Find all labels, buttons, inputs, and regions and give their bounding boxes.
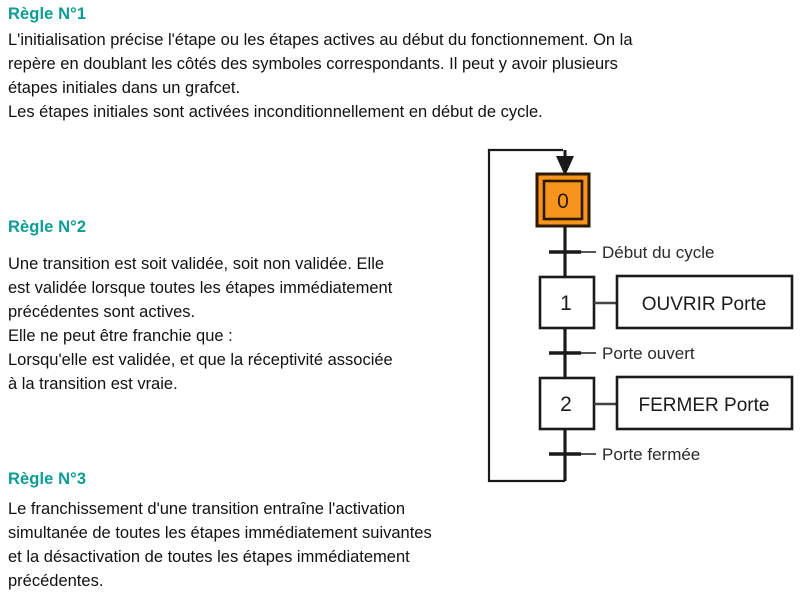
step-1-box	[538, 275, 596, 330]
grafcet-transition-3[interactable]: Porte fermée	[549, 445, 700, 464]
step-2-number: 2	[560, 393, 572, 416]
rule-2-line-5: Lorsqu'elle est validée, et que la récep…	[8, 351, 393, 369]
grafcet-transition-2[interactable]: Porte ouvert	[549, 344, 695, 363]
rule-1-line-3: étapes initiales dans un grafcet.	[8, 79, 241, 97]
grafcet-step-1[interactable]: 1	[538, 275, 596, 330]
rule-2-line-3: précédentes sont actives.	[8, 303, 196, 321]
rule-2-body: Une transition est soit validée, soit no…	[8, 252, 478, 396]
rule-3-line-2: simultanée de toutes les étapes immédiat…	[8, 524, 432, 542]
rule-3-heading: Règle N°3	[8, 470, 87, 488]
grafcet-step-2[interactable]: 2	[538, 376, 596, 431]
step-2-box	[538, 376, 596, 431]
rule-2-line-6: à la transition est vraie.	[8, 375, 178, 393]
rule-1-line-2: repère en doublant les côtés des symbole…	[8, 55, 618, 73]
rule-3-line-3: et la désactivation de toutes les étapes…	[8, 548, 410, 566]
rule-2-line-4: Elle ne peut être franchie que :	[8, 327, 233, 345]
rule-2-line-1: Une transition est soit validée, soit no…	[8, 255, 385, 273]
rule-1-heading: Règle N°1	[8, 5, 87, 23]
action-1-label: OUVRIR Porte	[642, 294, 767, 315]
transition-3-label: Porte fermée	[602, 445, 700, 464]
rule-1-body: L'initialisation précise l'étape ou les …	[8, 28, 778, 124]
grafcet-step-0[interactable]: 0	[535, 172, 591, 228]
action-1-box	[615, 274, 794, 330]
step-0-inner-border	[542, 179, 584, 221]
rule-1-line-4: Les étapes initiales sont activées incon…	[8, 103, 543, 121]
transition-1-label: Début du cycle	[602, 243, 714, 262]
rule-2-line-2: est validée lorsque toutes les étapes im…	[8, 279, 393, 297]
grafcet-action-1[interactable]: OUVRIR Porte	[594, 274, 794, 330]
down-arrow-icon	[556, 156, 574, 176]
rule-3-body: Le franchissement d'une transition entra…	[8, 497, 528, 593]
action-2-box	[615, 375, 794, 431]
grafcet-transition-1[interactable]: Début du cycle	[549, 243, 714, 262]
rule-3-line-1: Le franchissement d'une transition entra…	[8, 500, 406, 518]
step-0-number: 0	[557, 190, 569, 213]
transition-2-label: Porte ouvert	[602, 344, 695, 363]
step-1-number: 1	[560, 292, 572, 315]
action-2-label: FERMER Porte	[639, 395, 770, 416]
grafcet-action-2[interactable]: FERMER Porte	[594, 375, 794, 431]
return-loop	[487, 148, 574, 483]
rule-3-line-4: précédentes.	[8, 572, 104, 590]
rule-1-line-1: L'initialisation précise l'étape ou les …	[8, 31, 633, 49]
grafcet-diagram: 0 Début du cycle 1 OUVRIR Porte Porte ou…	[470, 135, 800, 495]
rule-2-heading: Règle N°2	[8, 218, 87, 236]
